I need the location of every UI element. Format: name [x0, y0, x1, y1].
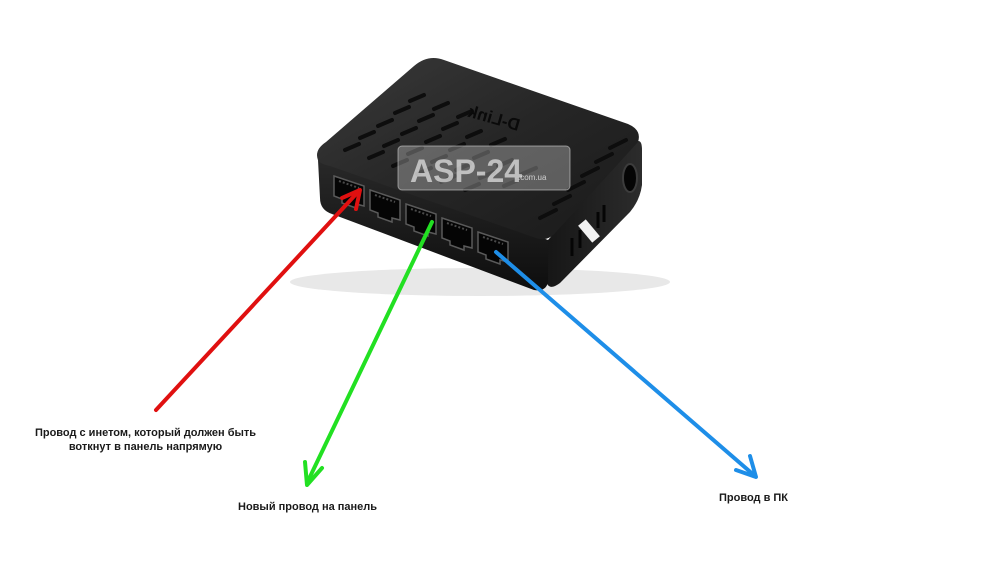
watermark-domain: .com.ua [518, 173, 547, 182]
vent-slot [415, 166, 433, 176]
vent-slot [343, 142, 361, 152]
device-side-face [546, 141, 642, 287]
vent-slot [478, 170, 496, 180]
vent-slot [454, 162, 472, 172]
vent-slot [594, 152, 614, 164]
vent-slot [376, 118, 394, 128]
watermark: ASP-24 .com.ua [397, 145, 571, 191]
vent-slot [538, 208, 558, 220]
internet-cable-caption: Провод с инетом, который должен быть вот… [34, 427, 257, 453]
vent-slot [382, 138, 400, 148]
vent-slot [456, 109, 474, 119]
vent-slot [552, 194, 572, 206]
device-shadow [290, 268, 670, 296]
vent-slot [566, 180, 586, 192]
panel-cable-caption: Новый провод на панель [238, 501, 378, 513]
vent-slot [367, 150, 385, 160]
ethernet-port [369, 188, 401, 224]
power-jack-icon [622, 163, 638, 193]
vent-slot [502, 178, 520, 188]
vent-slot [489, 137, 507, 147]
internet-cable-arrow [154, 188, 362, 412]
vent-slot [441, 121, 459, 131]
vent-slot [432, 101, 450, 111]
vent-slot [520, 166, 538, 176]
vent-slot [430, 154, 448, 164]
vent-slot [424, 134, 442, 144]
vent-slot [406, 146, 424, 156]
vent-slot [472, 150, 490, 160]
vent-slot [393, 105, 411, 115]
vent-slot [463, 182, 481, 192]
vent-slot [448, 142, 466, 152]
vent-slot [608, 138, 628, 150]
ethernet-port [441, 216, 473, 252]
watermark-text: ASP-24 [410, 153, 522, 189]
vent-slot [439, 174, 457, 184]
cable-arrows [154, 188, 758, 487]
vent-slot [580, 166, 600, 178]
pc-cable-caption: Провод в ПК [719, 492, 789, 504]
vent-slot [400, 126, 418, 136]
side-sticker [578, 219, 600, 243]
vent-slot [465, 129, 483, 139]
vent-slots [343, 93, 628, 220]
vent-slot [408, 93, 426, 103]
vent-slot [417, 113, 435, 123]
pc-cable-arrow [494, 250, 758, 479]
side-vent-slots [570, 205, 606, 256]
vent-slot [358, 130, 376, 140]
device-top-face [317, 58, 639, 240]
vent-slot [391, 158, 409, 168]
panel-cable-arrow [303, 220, 434, 487]
vent-slot [496, 158, 514, 168]
